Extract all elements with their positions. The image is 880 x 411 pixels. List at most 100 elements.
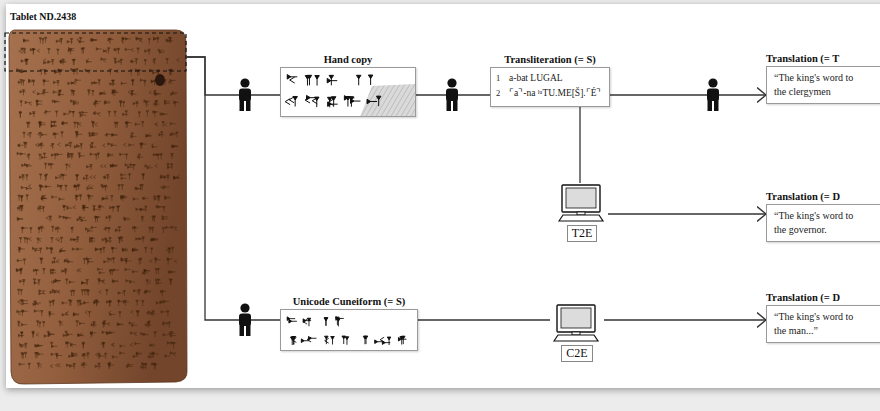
cuneiform-wedge — [71, 82, 77, 85]
cuneiform-wedge — [56, 176, 62, 179]
cuneiform-wedge — [112, 164, 118, 167]
cuneiform-wedge — [72, 60, 75, 66]
cuneiform-wedge — [23, 132, 26, 138]
cuneiform-wedge — [145, 165, 151, 168]
cuneiform-wedge — [55, 111, 58, 117]
cuneiform-wedge — [177, 59, 180, 62]
cuneiform-wedge — [162, 122, 165, 128]
cuneiform-wedge — [82, 48, 85, 54]
cuneiform-wedge — [146, 134, 152, 137]
cuneiform-wedge — [86, 280, 89, 286]
cuneiform-wedge — [140, 258, 143, 264]
box-heading: Translation (= D — [766, 190, 880, 203]
cuneiform-wedge — [35, 269, 38, 275]
person-icon — [446, 78, 458, 111]
cuneiform-wedge — [368, 75, 373, 85]
cuneiform-wedge — [17, 217, 23, 220]
cuneiform-wedge — [82, 206, 88, 209]
cuneiform-wedge — [100, 248, 103, 254]
cuneiform-wedge — [107, 48, 110, 54]
cuneiform-wedge — [100, 165, 103, 168]
cuneiform-wedge — [154, 195, 160, 198]
cuneiform-wedge — [167, 166, 173, 169]
cuneiform-wedge — [51, 125, 57, 128]
cuneiform-wedge — [82, 282, 88, 285]
cuneiform-wedge — [87, 90, 90, 96]
cuneiform-wedge — [145, 101, 148, 107]
cuneiform-wedge — [56, 354, 62, 357]
cuneiform-wedge — [35, 143, 38, 146]
cuneiform-wedge — [56, 227, 59, 233]
cuneiform-wedge — [39, 174, 42, 180]
cuneiform-wedge — [136, 37, 142, 40]
cuneiform-wedge — [54, 154, 57, 160]
cuneiform-wedge — [133, 102, 139, 105]
cuneiform-wedge — [171, 342, 177, 345]
cuneiform-wedge — [55, 279, 61, 282]
cuneiform-wedge — [136, 238, 142, 241]
cuneiform-wedge — [61, 248, 64, 251]
cuneiform-wedge — [65, 279, 68, 285]
cuneiform-wedge — [124, 248, 127, 251]
cuneiform-wedge — [141, 184, 144, 190]
cuneiform-wedge — [136, 300, 139, 306]
cuneiform-wedge — [80, 144, 83, 150]
cuneiform-wedge — [109, 238, 112, 244]
cuneiform-wedge — [126, 260, 132, 263]
cuneiform-wedge — [83, 258, 86, 264]
cuneiform-wedge — [51, 353, 57, 356]
tablet-hole — [155, 74, 165, 86]
cuneiform-wedge — [36, 333, 39, 336]
cuneiform-wedge — [83, 206, 89, 209]
cuneiform-wedge — [36, 345, 42, 348]
cuneiform-wedge — [55, 364, 58, 367]
cuneiform-wedge — [376, 96, 381, 106]
cuneiform-wedge — [75, 195, 78, 201]
cuneiform-wedge — [65, 312, 68, 315]
cuneiform-wedge — [58, 143, 61, 146]
cuneiform-wedge — [38, 93, 44, 96]
cuneiform-wedge — [37, 363, 40, 369]
cuneiform-wedge — [171, 226, 177, 229]
cuneiform-wedge — [144, 100, 150, 103]
cuneiform-wedge — [325, 336, 329, 344]
person-head — [240, 78, 249, 87]
cuneiform-wedge — [133, 249, 139, 252]
cuneiform-wedge — [36, 101, 39, 107]
cuneiform-wedge — [19, 112, 22, 118]
person-leg — [246, 324, 251, 336]
cuneiform-wedge — [55, 227, 61, 230]
cuneiform-wedge — [117, 206, 120, 212]
cuneiform-wedge — [151, 227, 154, 233]
cuneiform-wedge — [102, 280, 105, 283]
cuneiform-wedge — [132, 80, 135, 86]
model-label: T2E — [567, 225, 598, 242]
cuneiform-wedge — [75, 132, 78, 138]
cuneiform-wedge — [144, 60, 147, 66]
cuneiform-wedge — [64, 269, 67, 275]
cuneiform-wedge — [356, 75, 361, 85]
cuneiform-wedge — [118, 237, 121, 243]
cuneiform-wedge — [108, 154, 114, 157]
crop-frame — [5, 33, 186, 71]
cuneiform-wedge — [156, 153, 162, 156]
cuneiform-wedge — [138, 290, 141, 296]
cuneiform-wedge — [170, 134, 176, 137]
cuneiform-wedge — [159, 51, 165, 54]
cuneiform-wedge — [90, 332, 93, 338]
cuneiform-wedge — [146, 290, 152, 293]
cuneiform-wedge — [141, 143, 147, 146]
hatch-line — [340, 84, 360, 118]
cuneiform-wedge — [125, 154, 128, 160]
cuneiform-wedge — [88, 260, 94, 263]
cuneiform-wedge — [114, 111, 117, 117]
cuneiform-wedge — [121, 185, 124, 191]
cuneiform-wedge — [66, 342, 69, 348]
cuneiform-wedge — [66, 259, 69, 262]
cuneiform-wedge — [117, 300, 120, 306]
cuneiform-wedge — [136, 311, 139, 317]
cuneiform-wedge — [163, 207, 166, 213]
cuneiform-wedge — [30, 228, 33, 234]
cuneiform-wedge — [111, 195, 114, 201]
cuneiform-wedge — [329, 75, 334, 85]
